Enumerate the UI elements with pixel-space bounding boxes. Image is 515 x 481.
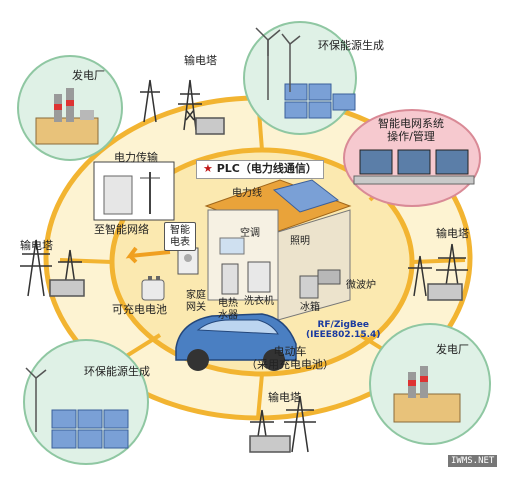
label-water-heater: 电热 水器 <box>218 298 238 321</box>
label-tower-bottom: 输电塔 <box>268 391 301 404</box>
label-home-gateway: 家庭 网关 <box>186 290 206 313</box>
label-power-transmission: 电力传输 <box>114 151 158 164</box>
label-air-conditioner: 空调 <box>240 228 260 239</box>
label-plc: ★ PLC（电力线通信） <box>196 160 324 179</box>
label-washing-machine: 洗衣机 <box>244 296 274 307</box>
label-ev: 电动车 （采用充电电池） <box>246 345 334 371</box>
label-eco-top: 环保能源生成 <box>318 39 384 52</box>
electric-car <box>175 313 297 371</box>
star-icon: ★ <box>203 162 213 175</box>
label-power-plant-top: 发电厂 <box>72 69 105 82</box>
label-smart-meter: 智能 电表 <box>164 222 196 251</box>
label-to-smart-grid: 至智能网络 <box>94 223 149 236</box>
smart-meter <box>177 247 199 275</box>
label-smart-grid-ops: 操作/管理 <box>387 129 435 143</box>
house <box>204 179 352 321</box>
battery <box>141 276 165 301</box>
label-eco-bottom: 环保能源生成 <box>84 365 150 378</box>
transmission-inset <box>93 161 175 221</box>
eco-bottom-bubble <box>23 339 149 465</box>
arrow-to-smart-grid <box>125 246 171 264</box>
label-lighting: 照明 <box>290 236 310 247</box>
power-plant-bottom-bubble <box>369 323 491 445</box>
tower-top <box>140 79 225 135</box>
tower-left <box>20 239 85 297</box>
label-tower-top: 输电塔 <box>184 54 217 67</box>
label-tower-left: 输电塔 <box>20 239 53 252</box>
eco-top-bubble <box>243 21 357 135</box>
label-smart-grid-system: 智能电网系统 操作/管理 <box>378 117 444 143</box>
label-microwave: 微波炉 <box>346 280 376 291</box>
label-rf-zigbee: RF/ZigBee (IEEE802.15.4) <box>306 320 381 341</box>
label-plc-text: PLC（电力线通信） <box>216 162 317 175</box>
tower-bottom <box>249 395 316 453</box>
smart-grid-system-bubble <box>343 109 481 207</box>
label-tower-right: 输电塔 <box>436 227 469 240</box>
tower-right <box>408 243 468 301</box>
label-smart-grid-title: 智能电网系统 <box>378 117 444 130</box>
watermark: IWMS.NET <box>448 455 498 468</box>
power-plant-top-bubble <box>17 55 123 161</box>
label-refrigerator: 冰箱 <box>300 302 320 313</box>
label-power-line: 电力线 <box>232 188 262 199</box>
label-rechargeable-battery: 可充电电池 <box>112 303 167 316</box>
label-power-plant-bottom: 发电厂 <box>436 343 469 356</box>
